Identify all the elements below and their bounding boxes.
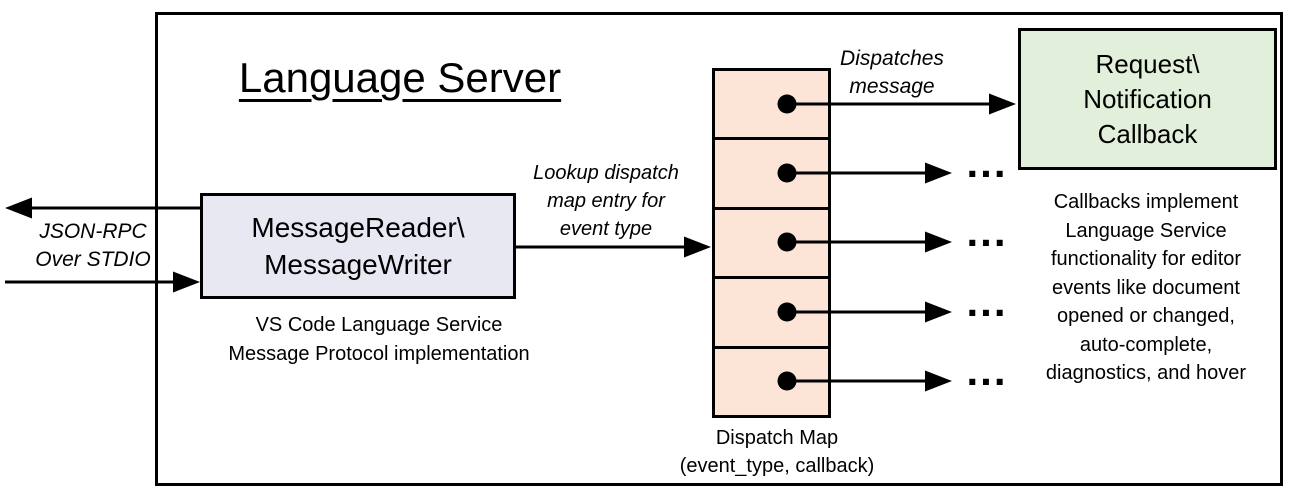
dispatch-map-cell (715, 345, 828, 416)
ellipsis-row: ... (966, 139, 1008, 186)
callbacks-note: Callbacks implement Language Service fun… (1045, 191, 1247, 384)
dispatch-map-cell (715, 276, 828, 346)
dispatch-map-cell (715, 137, 828, 207)
dispatches-message-label: Dispatches message (840, 47, 944, 98)
json-rpc-stdio-label: JSON-RPC Over STDIO (35, 220, 151, 271)
dispatch-map-cell (715, 71, 828, 138)
language-server-boundary-box (155, 12, 1283, 486)
dispatch-map (712, 68, 831, 418)
message-reader-writer-box: MessageReader\ MessageWriter (200, 193, 516, 299)
lookup-dispatch-label: Lookup dispatch map entry for event type (533, 162, 679, 240)
ellipsis-row: ... (966, 278, 1008, 325)
dispatch-map-cell (715, 206, 828, 277)
ellipsis-row: ... (966, 347, 1008, 394)
request-notification-callback-box: Request\ Notification Callback (1018, 28, 1277, 170)
message-reader-writer-label: MessageReader\ MessageWriter (251, 212, 465, 280)
dispatch-map-caption: Dispatch Map (event_type, callback) (679, 427, 875, 477)
ellipsis-row: ... (966, 208, 1008, 255)
message-reader-writer-caption: VS Code Language Service Message Protoco… (228, 314, 530, 365)
diagram-title: Language Server (238, 54, 562, 101)
request-notification-callback-label: Request\ Notification Callback (1083, 48, 1212, 149)
